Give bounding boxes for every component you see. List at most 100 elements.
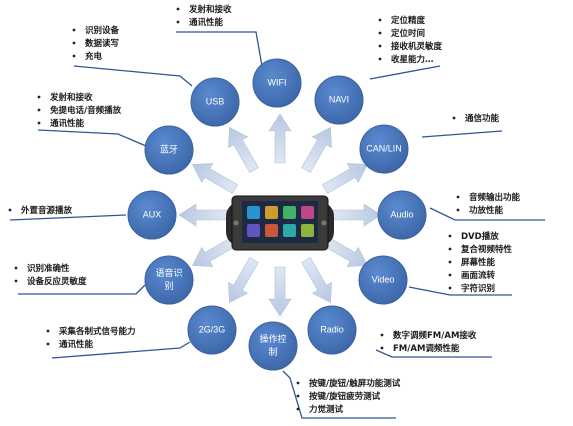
bullet-dot [37, 108, 41, 112]
connector-g23 [51, 341, 191, 359]
bullet-dot [378, 57, 382, 61]
feature-item: 字符识别 [461, 283, 495, 294]
radial-arrow [268, 113, 292, 164]
feature-item: 充电 [85, 51, 103, 62]
bullet-dot [296, 381, 300, 385]
bullet-dot [448, 260, 452, 264]
feature-item: 音频输出功能 [469, 192, 521, 203]
connector-lines [9, 31, 545, 419]
feature-item: FM/AM调频性能 [393, 343, 460, 354]
node-label-control: 制 [268, 346, 277, 358]
radial-arrow [268, 266, 292, 317]
node-label-navi: NAVI [329, 94, 349, 104]
node-label-usb: USB [206, 96, 225, 106]
bullet-dot [378, 31, 382, 35]
node-label-canlin: CAN/LIN [366, 143, 402, 153]
node-label-wifi: WIFI [268, 77, 287, 87]
feature-item: 按键/旋钮/触屏功能测试 [309, 378, 401, 389]
connector-bluetooth [37, 129, 147, 147]
bullet-dot [448, 273, 452, 277]
bullet-dot [72, 28, 76, 32]
feature-item: 按键/旋钮疲劳测试 [309, 391, 381, 402]
radial-arrow [192, 236, 238, 267]
bullet-dot [448, 234, 452, 238]
node-label-aux: AUX [143, 209, 162, 219]
connector-radio [375, 349, 492, 358]
connector-video [408, 286, 512, 296]
node-wifi: WIFI [252, 58, 302, 108]
bullet-dot [456, 208, 460, 212]
feature-item: 定位时间 [390, 28, 425, 39]
feature-item: 收星能力… [391, 54, 434, 65]
feature-item: 通讯性能 [59, 339, 94, 350]
feature-item: 数字调频FM/AM接收 [393, 330, 477, 341]
feature-item: 设备反应灵敏度 [27, 276, 87, 287]
node-radio: Radio [307, 305, 357, 355]
node-label-bluetooth: 蓝牙 [160, 144, 178, 156]
feature-list-aux: 外置音源播放 [8, 205, 73, 216]
feature-item: 发射和接收 [188, 4, 232, 15]
connector-usb [73, 65, 193, 87]
feature-item: 通讯性能 [189, 17, 224, 28]
node-label-g23: 2G/3G [199, 324, 226, 334]
node-video: Video [358, 255, 408, 305]
feature-item: 定位精度 [390, 15, 426, 26]
radial-arrow [228, 257, 259, 303]
feature-item: 采集各制式信号能力 [58, 326, 136, 337]
bullet-dot [380, 346, 384, 350]
radial-arrow [228, 127, 259, 173]
bullet-dot [448, 247, 452, 251]
feature-item: 功放性能 [469, 205, 504, 216]
radial-arrow [331, 203, 382, 227]
bullet-dot [378, 44, 382, 48]
feature-item: 免提电话/音频播放 [50, 105, 122, 116]
car-head-unit-image [226, 195, 334, 251]
connector-canlin [421, 130, 503, 138]
bullet-dot [456, 195, 460, 199]
feature-item: 识别准确性 [27, 263, 70, 274]
node-g23: 2G/3G [187, 305, 237, 355]
connector-wifi [176, 31, 263, 67]
bullet-dot [176, 7, 180, 11]
radial-arrow [178, 203, 229, 227]
bullet-dot [448, 286, 452, 290]
radial-arrows [178, 113, 382, 317]
bullet-dot [452, 116, 456, 120]
node-label-radio: Radio [320, 324, 344, 334]
bullet-dot [14, 266, 18, 270]
feature-item: 复合视频特性 [460, 244, 513, 255]
car-head-unit [226, 195, 334, 251]
feature-item: 通信功能 [465, 113, 500, 124]
bullet-dot [296, 407, 300, 411]
bullet-dot [37, 95, 41, 99]
node-label-video: Video [372, 274, 395, 284]
bullet-dot [72, 41, 76, 45]
bullet-dot [37, 121, 41, 125]
node-label-control: 操作控 [259, 333, 286, 345]
node-aux: AUX [127, 190, 177, 240]
feature-list-radio: 数字调频FM/AM接收 FM/AM调频性能 [380, 330, 477, 354]
bullet-dot [72, 54, 76, 58]
feature-list-navi: 定位精度定位时间接收机灵敏度收星能力… [378, 15, 443, 65]
node-label-audio: Audio [390, 209, 413, 219]
bullet-dot [14, 279, 18, 283]
feature-item: 力觉测试 [309, 404, 344, 415]
bullet-dot [380, 333, 384, 337]
node-bluetooth: 蓝牙 [144, 125, 194, 175]
radial-arrow [192, 163, 238, 194]
feature-item: 数据读写 [85, 38, 120, 49]
feature-item: 屏幕性能 [460, 257, 496, 268]
bullet-dot [8, 208, 12, 212]
connector-audio [429, 207, 545, 221]
radial-arrow [322, 163, 368, 194]
